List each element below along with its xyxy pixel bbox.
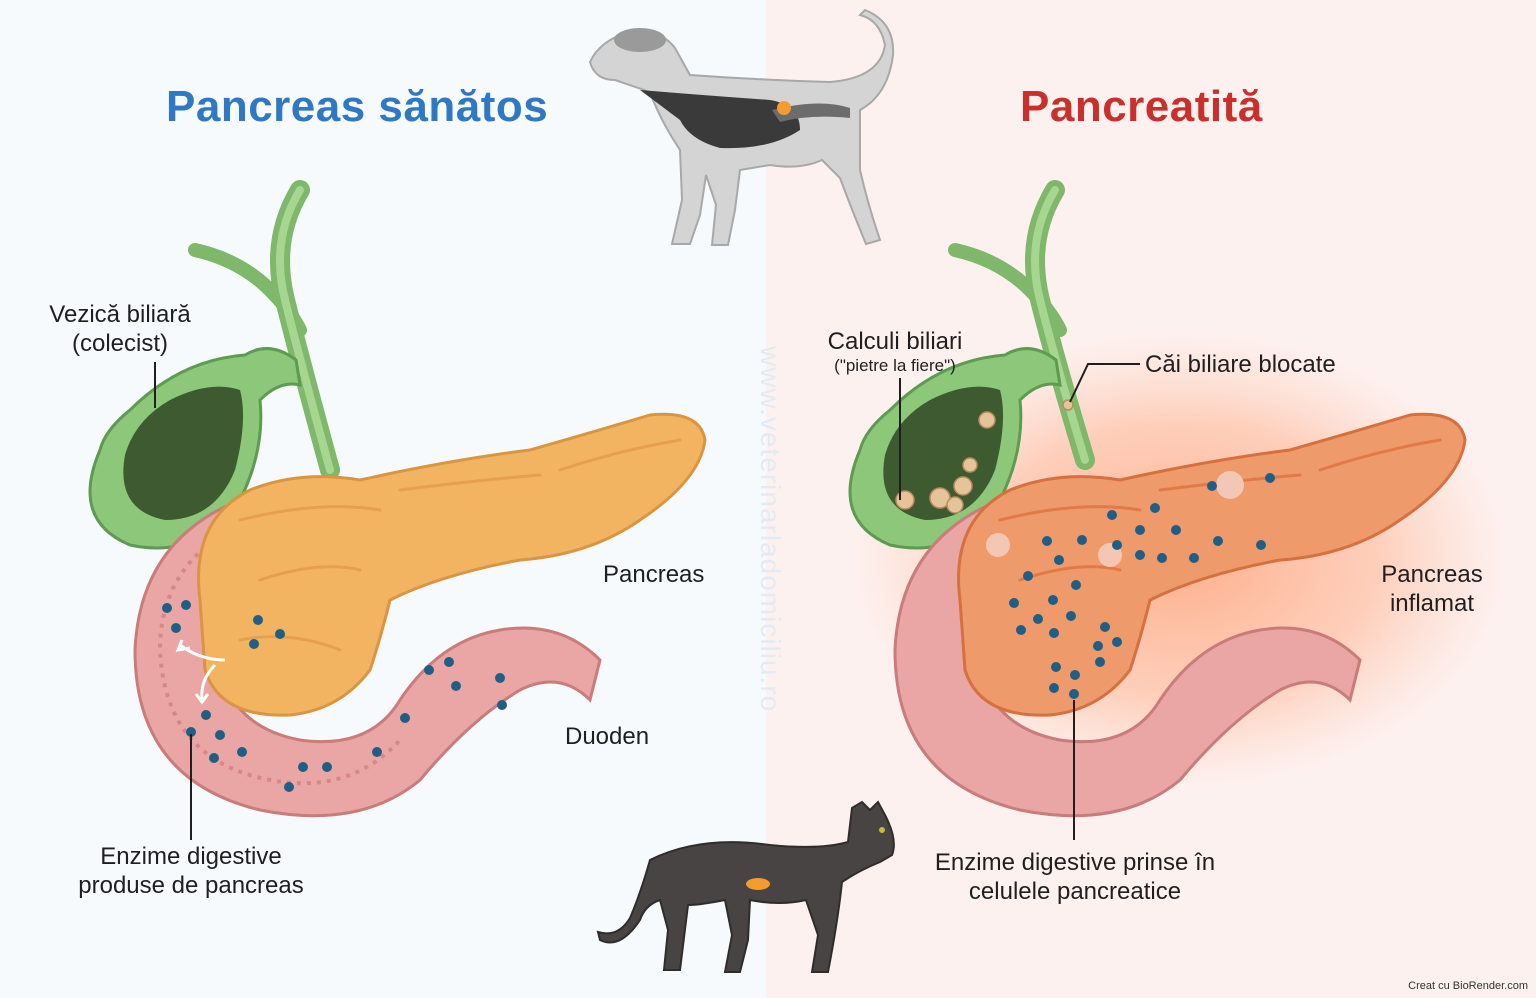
dog-silhouette bbox=[588, 8, 895, 246]
healthy-gallbladder bbox=[88, 347, 302, 550]
healthy-bile-duct bbox=[188, 180, 340, 480]
gallstones-label-line1: Calculi biliari bbox=[827, 328, 963, 355]
trapped-enzymes-label: Enzime digestive prinse în celulele panc… bbox=[920, 848, 1230, 906]
enzymes-label-line1: Enzime digestive bbox=[100, 843, 282, 870]
disease-leader-lines bbox=[899, 363, 1140, 840]
healthy-enzyme-flow-arrows bbox=[175, 639, 226, 705]
duodenum-label: Duoden bbox=[565, 723, 650, 750]
credit-text: Creat cu BioRender.com bbox=[1408, 980, 1528, 992]
gallbladder-label: Vezică biliară (colecist) bbox=[40, 300, 200, 358]
inflamed-pancreas-label-line2: inflamat bbox=[1389, 590, 1475, 617]
gallstones-label-line2: ("pietre la fiere") bbox=[834, 356, 956, 375]
healthy-leader-lines bbox=[154, 362, 192, 840]
enzymes-label: Enzime digestive produse de pancreas bbox=[60, 842, 322, 900]
inflamed-pancreas-label-line1: Pancreas bbox=[1381, 561, 1483, 588]
healthy-title: Pancreas sănătos bbox=[166, 82, 549, 131]
trapped-enzyme-dots bbox=[1009, 473, 1275, 699]
gallstones-label: Calculi biliari ("pietre la fiere") bbox=[815, 327, 975, 376]
trapped-enzymes-label-line1: Enzime digestive prinse în bbox=[934, 849, 1216, 876]
inflamed-pancreas-label: Pancreas inflamat bbox=[1372, 560, 1492, 618]
gallbladder-label-line1: Vezică biliară bbox=[49, 301, 191, 328]
gallbladder-label-line2: (colecist) bbox=[71, 330, 168, 357]
trapped-enzymes-label-line2: celulele pancreatice bbox=[968, 878, 1182, 905]
cat-silhouette bbox=[596, 800, 895, 973]
healthy-pancreas bbox=[197, 412, 707, 717]
healthy-enzyme-dots bbox=[162, 600, 507, 792]
blocked-ducts-label: Căi biliare blocate bbox=[1145, 351, 1336, 378]
disease-duodenum bbox=[893, 498, 1362, 818]
inflamed-pancreas bbox=[957, 412, 1467, 717]
pancreas-label: Pancreas bbox=[603, 561, 705, 588]
enzymes-label-line2: produse de pancreas bbox=[78, 872, 304, 899]
disease-title: Pancreatită bbox=[1020, 82, 1263, 131]
